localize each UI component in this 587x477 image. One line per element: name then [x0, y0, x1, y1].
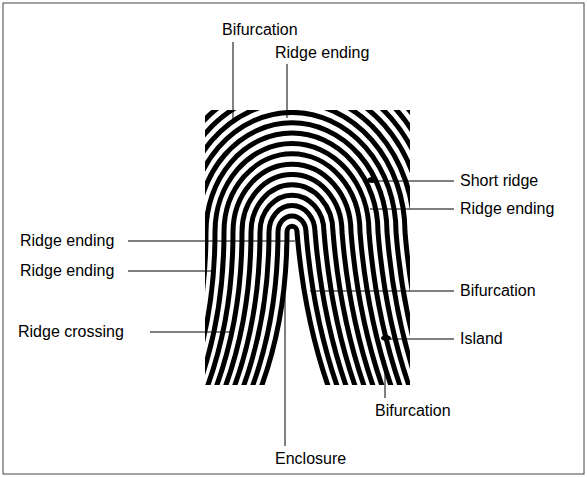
leader-line	[150, 332, 230, 333]
ridge	[205, 110, 410, 385]
ridge	[205, 110, 410, 385]
ridge	[205, 110, 410, 385]
ridge	[205, 110, 410, 385]
ridge	[205, 143, 409, 385]
ridge	[205, 110, 410, 385]
callout-label: Bifurcation	[375, 401, 451, 420]
ridge	[205, 110, 410, 385]
leader-line	[370, 209, 454, 210]
leader-line	[385, 339, 454, 340]
ridge-feature	[381, 335, 391, 341]
leader-lines	[128, 42, 454, 446]
leader-line	[385, 360, 386, 398]
callout-label: Ridge ending	[20, 231, 114, 250]
leader-line	[375, 181, 454, 182]
ridge	[205, 110, 410, 385]
ridge	[205, 110, 410, 385]
ridge	[205, 110, 410, 385]
ridge	[205, 110, 410, 385]
callout-label: Ridge crossing	[18, 322, 124, 341]
ridge	[205, 110, 410, 385]
callout-label: Ridge ending	[20, 261, 114, 280]
ridge	[205, 110, 410, 385]
leader-line	[285, 245, 286, 446]
ridge	[205, 110, 410, 385]
callout-label: Island	[460, 329, 503, 348]
leader-line	[233, 42, 234, 122]
callout-label: Bifurcation	[222, 20, 298, 39]
leader-line	[310, 291, 454, 292]
ridge-feature	[367, 177, 377, 183]
leader-line	[128, 241, 295, 242]
callout-label: Enclosure	[275, 449, 346, 468]
frame	[3, 3, 584, 474]
callout-label: Ridge ending	[460, 199, 554, 218]
callout-label: Ridge ending	[275, 43, 369, 62]
ridge	[205, 110, 410, 385]
callout-label: Short ridge	[460, 171, 538, 190]
fingerprint	[205, 110, 410, 385]
callout-label: Bifurcation	[460, 281, 536, 300]
leader-line	[128, 271, 212, 272]
leader-line	[287, 64, 288, 118]
